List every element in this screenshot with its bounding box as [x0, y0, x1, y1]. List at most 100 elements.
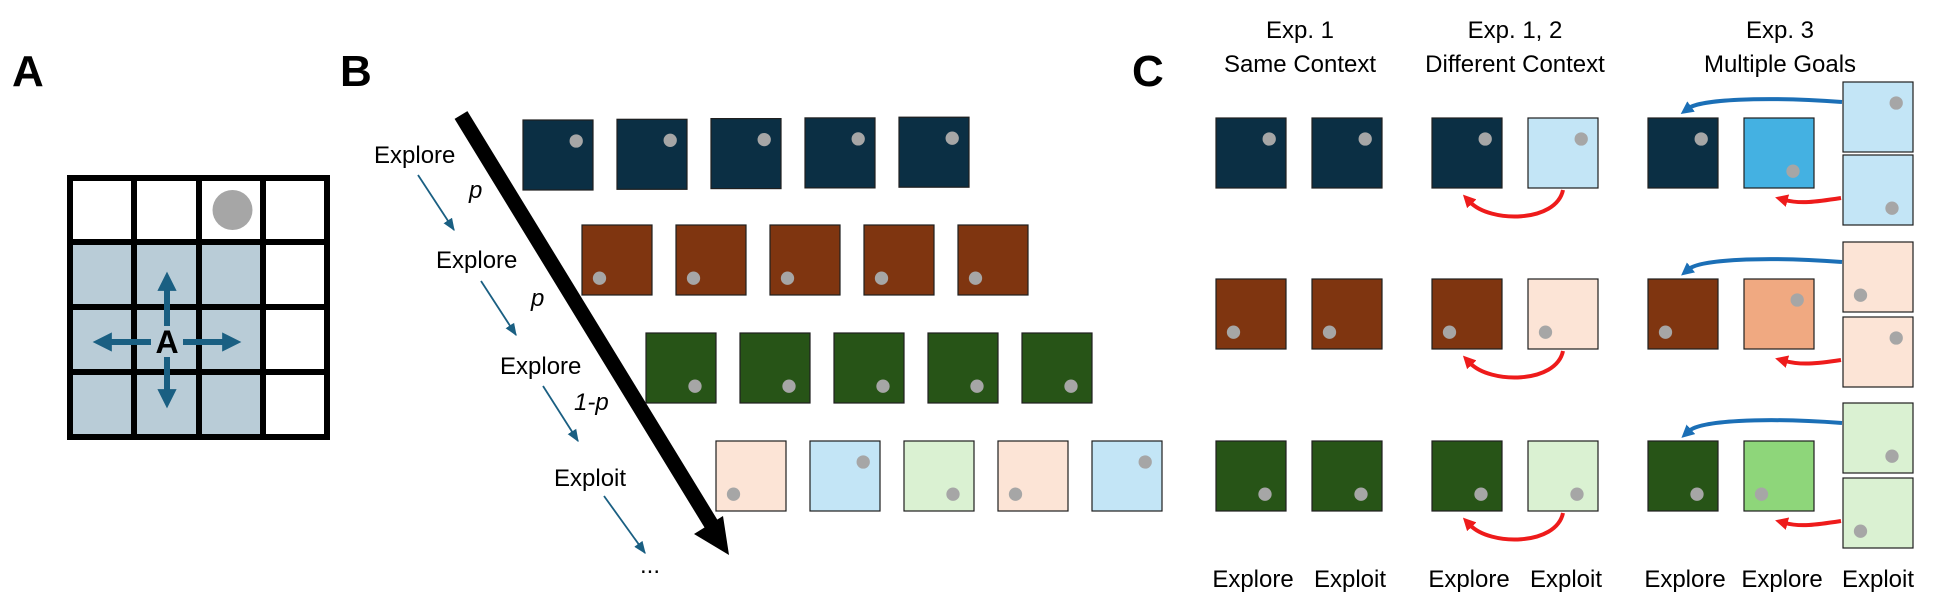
goal-dot [1538, 325, 1553, 339]
gridworld: A [67, 175, 330, 440]
step-arrow-icon [542, 385, 579, 443]
context-tile [1647, 117, 1719, 189]
tile-square [1215, 117, 1287, 189]
tile-square [1743, 117, 1815, 189]
goal-dot [876, 379, 890, 393]
goal-dot [1226, 325, 1241, 339]
context-tile [1431, 278, 1503, 350]
context-tile [1527, 117, 1599, 189]
context-tile [581, 224, 653, 296]
red-transfer-arrow [1462, 512, 1565, 542]
goal-dot [1885, 201, 1899, 215]
tile-square [1215, 440, 1287, 512]
panel-a-label: A [12, 47, 44, 96]
tile-square [1842, 402, 1914, 474]
tile-square [1842, 477, 1914, 549]
context-tile [1842, 402, 1914, 474]
context-tile [1743, 440, 1815, 512]
context-tile [1527, 278, 1599, 350]
goal-dot [946, 487, 960, 501]
tile-square [675, 224, 747, 296]
goal-dot [856, 455, 870, 469]
goal-dot [569, 134, 583, 148]
tile-square [581, 224, 653, 296]
tile-square [1431, 440, 1503, 512]
tile-square [1431, 278, 1503, 350]
step-arrow-icon [603, 495, 646, 555]
tile-square [1311, 440, 1383, 512]
step-labels: Explore Explore Explore Exploit ... p p … [374, 142, 660, 579]
goal-dot [1474, 487, 1488, 501]
context-tile [675, 224, 747, 296]
context-tile [1527, 440, 1599, 512]
tile-square [863, 224, 935, 296]
context-tile [1215, 278, 1287, 350]
context-tile [739, 332, 811, 404]
tile-square [1842, 316, 1914, 388]
tile-square [927, 332, 999, 404]
episode-rows [522, 116, 1163, 512]
step-label: Explore [374, 142, 455, 169]
group-titles: Exp. 1 Same Context Exp. 1, 2 Different … [1224, 17, 1856, 78]
tile-square [833, 332, 905, 404]
goal-dot [851, 132, 865, 146]
goal-dot [663, 133, 677, 147]
time-arrow-shaft [454, 111, 720, 531]
context-tile [1311, 278, 1383, 350]
context-tile [1647, 440, 1719, 512]
goal-dot [757, 132, 771, 147]
tile-square [1842, 241, 1914, 313]
tile-square [1647, 117, 1719, 189]
goal-dot [1889, 331, 1903, 345]
step-label: Exploit [554, 465, 626, 492]
time-arrow [454, 111, 729, 555]
group-footers: Explore Exploit Explore Exploit Explore … [1212, 566, 1914, 592]
context-tile [804, 117, 876, 189]
tile-square [710, 117, 782, 190]
time-arrow-head [694, 516, 729, 555]
context-tile [997, 440, 1069, 512]
step-arrows [417, 174, 646, 555]
context-tile [1743, 278, 1815, 350]
tile-square [1431, 117, 1503, 189]
footer-label: Exploit [1530, 566, 1602, 592]
blue-transfer-arrow [1680, 97, 1843, 115]
tile-square [1842, 154, 1914, 226]
tile-square [1215, 278, 1287, 350]
context-tile [863, 224, 935, 296]
tile-square [1647, 278, 1719, 350]
agent-label: A [155, 324, 178, 360]
context-tile [1215, 117, 1287, 189]
context-tile [522, 119, 594, 191]
tile-square [1527, 278, 1599, 350]
context-tile [1842, 241, 1914, 313]
tile-square [769, 224, 841, 296]
tile-square [804, 117, 876, 189]
ellipsis: ... [640, 552, 660, 579]
panel-c-label: C [1132, 47, 1164, 96]
tile-square [1527, 440, 1599, 512]
transfer-arrows [1462, 97, 1843, 542]
goal-dot [688, 379, 702, 393]
step-label: Explore [500, 353, 581, 380]
goal-dot [1322, 325, 1337, 339]
agent-move-arrows [92, 271, 242, 409]
red-transfer-arrow [1775, 517, 1842, 530]
goal-dot [970, 379, 984, 393]
step-label: Explore [436, 247, 517, 274]
goal-dot [1358, 132, 1372, 146]
goal-dot [1574, 132, 1588, 146]
context-tile [903, 440, 975, 512]
goal-dot [212, 190, 253, 230]
context-tile [1311, 440, 1383, 512]
goal-dot [1754, 487, 1769, 501]
group-title-line1: Exp. 1 [1266, 17, 1334, 44]
context-tile [1842, 81, 1914, 153]
context-tile [715, 440, 787, 512]
tile-square [739, 332, 811, 404]
goal-dot [1442, 325, 1457, 339]
goal-dot [1262, 132, 1276, 146]
tile-square [1311, 117, 1383, 189]
tile-square [809, 440, 881, 512]
goal-dot [1008, 487, 1023, 501]
